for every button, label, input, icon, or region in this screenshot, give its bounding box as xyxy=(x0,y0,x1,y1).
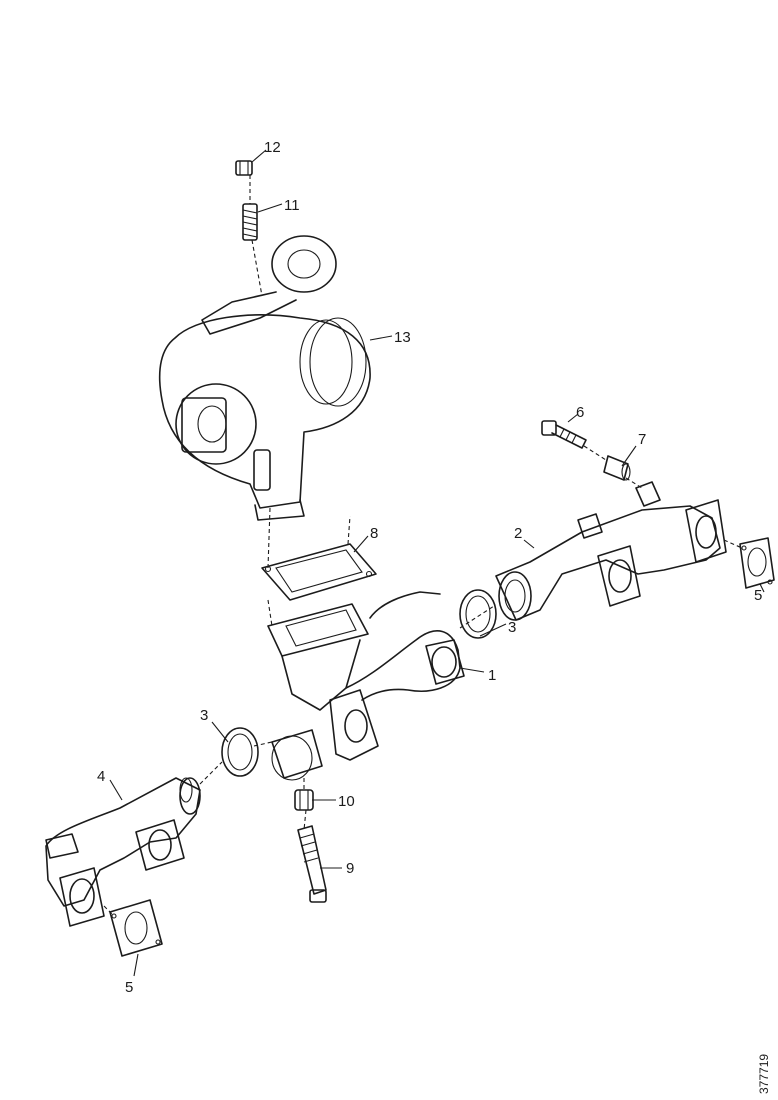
callout-5-left: 5 xyxy=(125,979,133,996)
callout-1: 1 xyxy=(488,667,496,684)
part-8-gasket xyxy=(261,543,377,601)
part-3-seal-ring-right xyxy=(459,589,497,639)
part-13-turbocharger xyxy=(158,235,371,521)
part-10-nut xyxy=(294,789,314,811)
document-number: 377719 xyxy=(757,1054,771,1094)
callout-3-left: 3 xyxy=(200,707,208,724)
part-1-center-manifold xyxy=(267,591,465,781)
part-7-spacer-sleeve xyxy=(603,455,631,481)
part-12-nut xyxy=(235,160,253,176)
callout-4: 4 xyxy=(97,768,105,785)
part-6-bolt xyxy=(541,420,587,449)
callout-5-right: 5 xyxy=(754,587,762,604)
callout-9: 9 xyxy=(346,860,354,877)
part-4-left-manifold xyxy=(45,777,201,927)
part-3-seal-ring-left xyxy=(221,727,259,777)
callout-12: 12 xyxy=(264,139,281,156)
part-9-bolt xyxy=(297,825,327,903)
callout-7: 7 xyxy=(638,431,646,448)
assembly-axis-lines xyxy=(103,175,743,915)
leader-lines xyxy=(109,149,765,977)
callout-10: 10 xyxy=(338,793,355,810)
callout-2: 2 xyxy=(514,525,522,542)
part-5-gasket-left xyxy=(109,899,163,957)
callout-11: 11 xyxy=(284,197,300,214)
part-5-gasket-right xyxy=(739,537,775,589)
callout-3-right: 3 xyxy=(508,619,516,636)
callout-labels: 1 2 3 3 4 5 5 6 7 8 9 10 11 12 13 xyxy=(97,139,762,996)
part-11-stud xyxy=(242,203,258,241)
part-2-right-manifold xyxy=(495,481,727,621)
callout-6: 6 xyxy=(576,404,584,421)
callout-8: 8 xyxy=(370,525,378,542)
callout-13: 13 xyxy=(394,329,411,346)
